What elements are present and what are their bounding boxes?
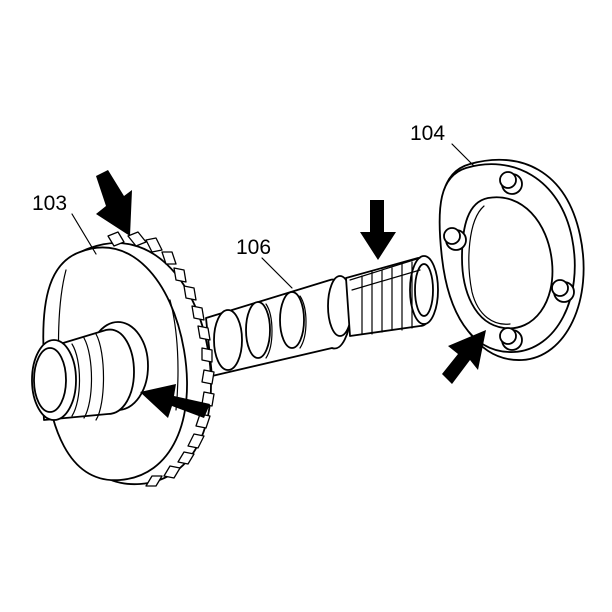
retainer-stud [499, 327, 523, 351]
arrow-pointer [96, 170, 132, 236]
leader-line-103 [71, 213, 97, 255]
retainer-stud [443, 227, 467, 251]
retainer-stud [551, 279, 575, 303]
arrow-pointer [442, 330, 486, 384]
leader-line-104 [451, 143, 475, 167]
arrow-pointer [360, 200, 396, 260]
callout-label-106: 106 [236, 236, 271, 259]
retainer-stud [499, 171, 523, 195]
callout-label-103: 103 [32, 192, 67, 215]
retainer-plate-104 [438, 158, 585, 361]
gear-103 [31, 231, 215, 487]
arrow-pointer [140, 384, 210, 418]
callout-label-104: 104 [410, 122, 445, 145]
shaft-106 [205, 255, 439, 377]
leader-line-106 [261, 257, 293, 289]
gear-teeth [107, 231, 215, 487]
